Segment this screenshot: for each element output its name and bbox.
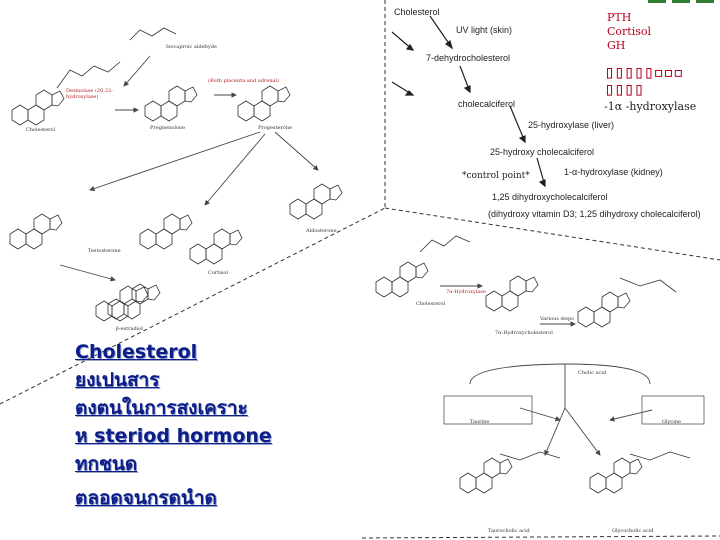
steroid-arrows xyxy=(59,55,319,282)
vitd-step-25-hydroxy: 25-hydroxy cholecalciferol xyxy=(490,147,595,157)
label-progesterone: Progesterone xyxy=(258,125,293,131)
regulator-missing-glyphs: ▯▯▯▯▯▫▫▫ ▯▯▯▯ xyxy=(604,62,684,100)
regulator-list: PTH Cortisol GH xyxy=(607,11,651,53)
vitd-enzyme-25-hydroxylase: 25-hydroxylase (liver) xyxy=(528,120,615,130)
main-text-line-3: ตงตนในการสงเคราะ xyxy=(75,397,248,419)
vitd-final-note: (dihydroxy vitamin D3; 1,25 dihydroxy ch… xyxy=(488,209,701,219)
main-text-line-2: ยงเปนสาร xyxy=(75,369,160,391)
missing-glyphs-line-1: ▯▯▯▯▯▫▫▫ xyxy=(604,62,684,83)
vitd-step-cholesterol: Cholesterol xyxy=(394,7,440,17)
label-glycocholic: Glycocholic acid xyxy=(612,528,654,534)
main-text-line-1: Cholesterol xyxy=(75,341,198,363)
label-step-note: (Both placenta and adrenal) xyxy=(208,78,280,84)
label-taurocholic: Taurocholic acid xyxy=(488,528,530,534)
main-text-line-5: ทกชนด xyxy=(75,453,138,475)
label-isocaproic: Isocaproic aldehyde xyxy=(166,44,217,50)
missing-glyphs-line-2: ▯▯▯▯ xyxy=(604,79,644,100)
vitd-step-7-dehydrocholesterol: 7-dehydrocholesterol xyxy=(426,53,511,63)
label-various-steps: Various steps xyxy=(540,316,574,322)
label-cholesterol-bile: Cholesterol xyxy=(416,301,446,307)
label-7a-hydroxylase: 7α-Hydroxylase xyxy=(446,289,486,295)
corner-decoration-3 xyxy=(696,0,714,3)
vitd-arrows xyxy=(391,15,546,188)
regulator-pth: PTH xyxy=(607,11,632,24)
label-cortisol: Cortisol xyxy=(208,270,229,276)
label-taurine: Taurine xyxy=(470,419,490,425)
main-text-line-4: ห steriod hormone xyxy=(75,425,272,447)
label-aldosterone: Aldosterone xyxy=(306,228,337,234)
label-glycine: Glycine xyxy=(662,419,681,425)
label-cholesterol-steroid: Cholesterol xyxy=(26,127,56,133)
corner-decoration-1 xyxy=(648,0,666,3)
regulator-enzyme-label: -1α -hydroxylase xyxy=(604,100,697,113)
label-cholic-acid: Cholic acid xyxy=(578,370,607,376)
label-desmolase: Desmolase (20,22-hydroxylase) xyxy=(66,88,113,100)
label-estradiol: β-estradiol xyxy=(116,326,143,332)
vitd-step-cholecalciferol: cholecalciferol xyxy=(458,99,516,109)
regulator-gh: GH xyxy=(607,39,626,52)
vitd-step-1-25-dihydroxy: 1,25 dihydroxycholecalciferol xyxy=(492,192,608,202)
label-7a-hydroxycholesterol: 7α-Hydroxycholesterol xyxy=(495,330,553,336)
vitd-enzyme-uv: UV light (skin) xyxy=(456,25,513,35)
label-pregnenolone: Pregnenolone xyxy=(150,125,186,131)
control-point-label: *control point* xyxy=(462,171,530,181)
glycine-box xyxy=(641,395,705,425)
vitd-enzyme-1-alpha: 1-α-hydroxylase (kidney) xyxy=(564,167,663,177)
label-testosterone: Testosterone xyxy=(88,248,121,254)
corner-decoration-2 xyxy=(672,0,690,3)
main-text-block: Cholesterol ยงเปนสาร ตงตนในการสงเคราะ ห … xyxy=(75,338,272,512)
steroid-molecules xyxy=(9,27,343,322)
taurine-box xyxy=(443,395,533,425)
regulator-cortisol: Cortisol xyxy=(607,25,652,38)
bile-arrows xyxy=(440,283,653,456)
main-text-line-6: ตลอดจนกรดนำด xyxy=(75,487,217,509)
bile-molecules xyxy=(375,235,691,494)
